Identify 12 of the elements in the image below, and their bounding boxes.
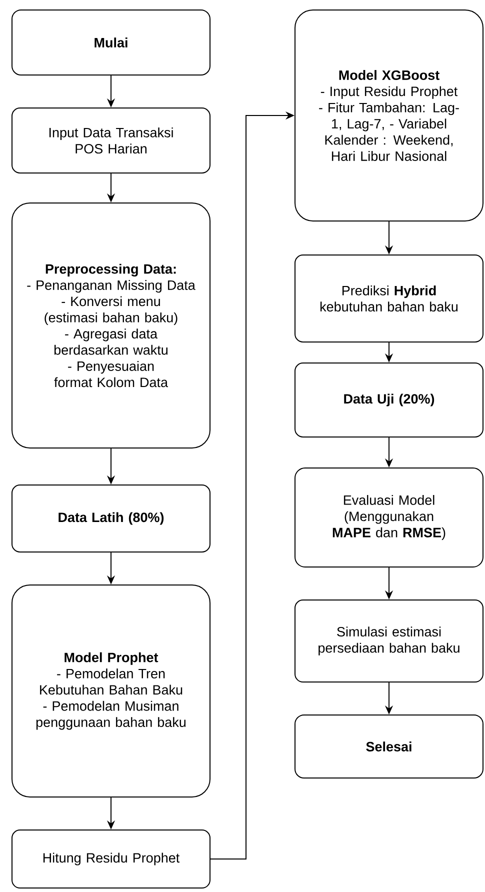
process-box: Model Prophet - Pemodelan Tren Kebutuhan Bahan Baku - Pemodelan Musiman penggunaan bahan baku (12, 584, 210, 798)
terminal-box: Selesai (294, 714, 484, 778)
process-box: Data Uji (20%) (294, 362, 484, 438)
process-box: Input Data Transaksi POS Harian (12, 108, 210, 174)
process-box: Model XGBoost - Input Residu Prophet - Fitur Tambahan: Lag-1, Lag-7, - Variabel Kalender : Weekend, Hari Libur Nasional (294, 10, 484, 222)
terminal-box: Mulai (12, 10, 210, 76)
process-box: Simulasi estimasi persediaan bahan baku (294, 600, 484, 682)
process-box: Hitung Residu Prophet (12, 830, 210, 888)
process-box: Preprocessing Data: - Penanganan Missing Data - Konversi menu (estimasi bahan baku) - Agregasi data berdasarkan waktu - Penyesuaian format Kolom Data (12, 202, 210, 448)
process-box: Data Latih (80%) (12, 484, 210, 552)
process-box: Prediksi Hybrid kebutuhan bahan baku (294, 254, 484, 342)
process-box: Evaluasi Model (Menggunakan MAPE dan RMSE) (294, 468, 484, 568)
